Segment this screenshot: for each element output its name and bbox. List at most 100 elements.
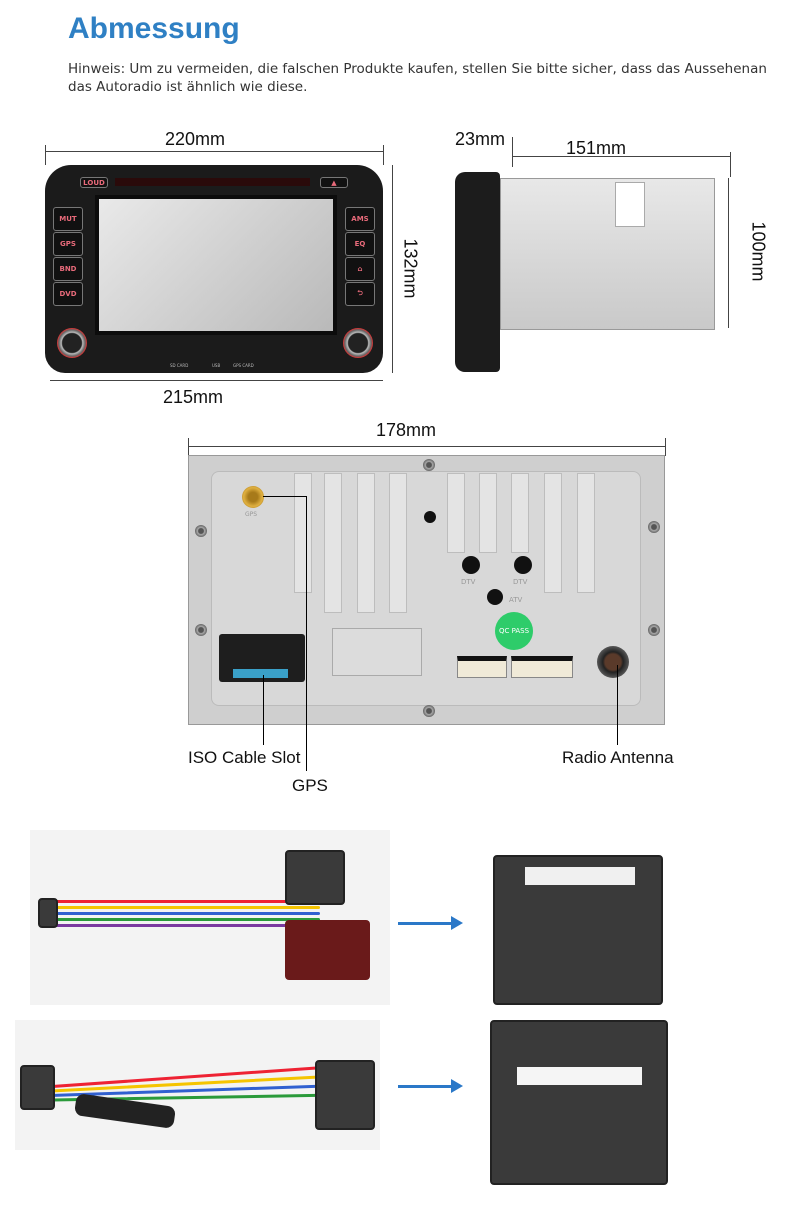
fin [511,473,529,553]
hint-text: Hinweis: Um zu vermeiden, die falschen P… [68,61,767,95]
dtv-label: DTV [461,578,476,586]
leader-line [263,496,306,497]
side-front-depth-label: 23mm [455,129,506,149]
volume-knob [57,328,87,358]
dimension-tick [512,137,513,167]
pin-block [525,867,635,885]
fin [324,473,342,613]
screw [195,624,207,636]
gps-antenna-port [242,486,264,508]
back-button: ⮌ [345,282,375,306]
atv-label: ATV [509,596,523,604]
gps-button: GPS [53,232,83,256]
hole [424,511,436,523]
dtv-label: DTV [513,578,528,586]
fin [357,473,375,613]
fin [577,473,595,593]
arrow-icon [398,916,463,930]
screw [423,459,435,471]
atv-port [487,589,503,605]
screw [648,624,660,636]
fin [294,473,312,593]
can-box [285,920,370,980]
radio-back-view: GPS DTV DTV ATV QC PASS [188,455,665,725]
dimension-line [50,380,383,381]
leader-line [263,675,264,745]
chassis [500,178,715,330]
screen [95,195,337,335]
wire [50,924,320,927]
dimension-tick [730,152,731,177]
dimension-line [728,178,729,328]
gps-port-label: GPS [245,511,258,518]
leader-line [617,665,618,745]
connector [38,898,58,928]
iso-connector [219,634,305,682]
front-bezel [455,172,500,372]
radio-antenna-port [597,646,629,678]
wiring-harness-photo-2 [15,1020,380,1150]
radio-front-view: LOUD ▲ MUT GPS BND DVD AMS EQ ⌂ ⮌ SD CAR… [45,165,383,373]
front-width-bottom-label: 215mm [163,387,224,407]
wire [50,918,320,921]
page-title: Abmessung [68,12,240,45]
eject-button: ▲ [320,177,348,188]
dimension-tick [383,145,384,165]
radio-antenna-label: Radio Antenna [562,748,674,767]
connector-opening [517,1067,642,1085]
dtv-port [462,556,480,574]
dimension-tick [188,438,189,456]
home-button: ⌂ [345,257,375,281]
gps-label: GPS [292,776,328,795]
dimension-line [392,165,393,373]
side-depth-label: 151mm [566,138,627,158]
usb-label: USB [212,363,221,368]
back-width-label: 178mm [376,420,437,440]
loud-button: LOUD [80,177,108,188]
wire [50,900,320,903]
dimension-line [512,156,730,157]
fin [544,473,562,593]
dimension-tick [45,145,46,165]
side-height-label: 100mm [748,221,769,282]
radio-side-view [455,172,715,372]
dimension-line [188,446,665,447]
wire-connector [457,656,507,678]
tune-knob [343,328,373,358]
fin [479,473,497,553]
dimension-line [45,151,383,152]
wire [50,912,320,915]
ams-button: AMS [345,207,375,231]
sd-card-label: SD CARD [170,363,189,368]
wiring-harness-photo-1 [30,830,390,1005]
connector [285,850,345,905]
screw [423,705,435,717]
front-width-top-label: 220mm [165,129,226,149]
fin [447,473,465,553]
qc-pass-sticker: QC PASS [495,612,533,650]
dvd-button: DVD [53,282,83,306]
eq-button: EQ [345,232,375,256]
gps-card-label: GPS CARD [233,363,254,368]
dtv-port [514,556,532,574]
screw [648,521,660,533]
mount-bracket [332,628,422,676]
fuse [233,669,288,678]
front-height-label: 132mm [400,238,421,299]
screw [195,525,207,537]
bnd-button: BND [53,257,83,281]
arrow-icon [398,1079,463,1093]
connector [315,1060,375,1130]
wire-connector [511,656,573,678]
connector [20,1065,55,1110]
disc-slot [115,178,310,186]
leader-line [306,496,307,771]
fin [389,473,407,613]
car-connector-2 [490,1020,668,1185]
mut-button: MUT [53,207,83,231]
wire [50,906,320,909]
label-sticker [615,182,645,227]
car-connector-1 [493,855,663,1005]
dimension-tick [665,438,666,456]
iso-cable-slot-label: ISO Cable Slot [188,748,301,767]
